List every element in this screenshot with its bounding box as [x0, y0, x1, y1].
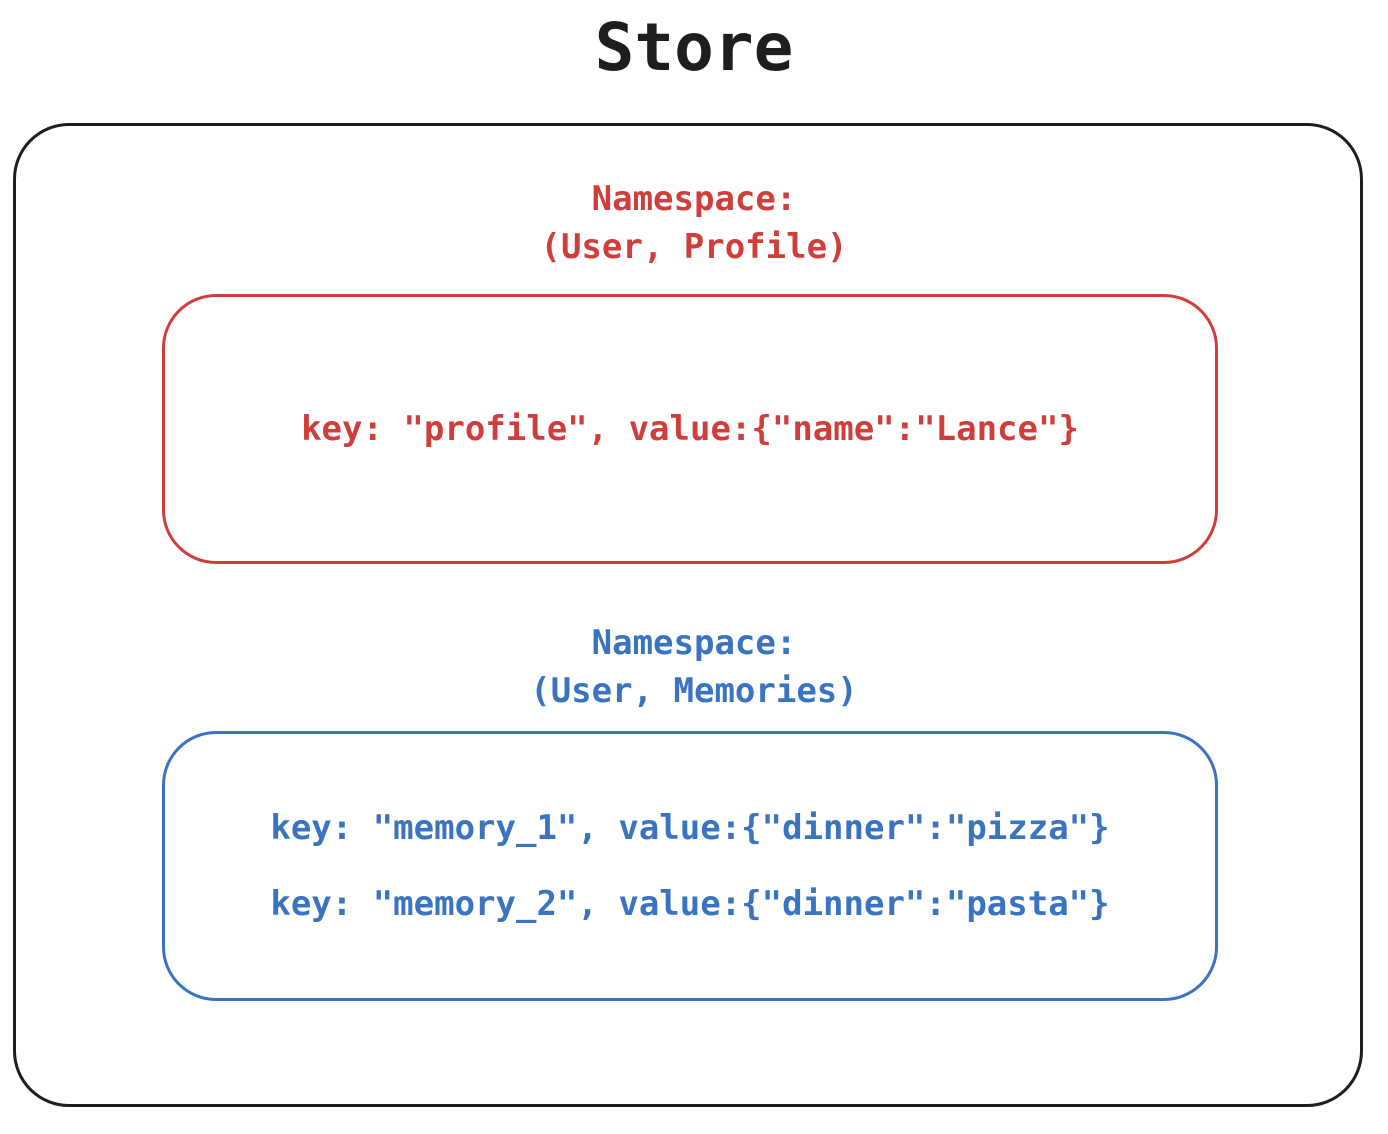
namespace-profile-label: Namespace: (User, Profile) [0, 175, 1388, 271]
namespace-profile-label-line1: Namespace: [591, 179, 797, 219]
namespace-profile-box: key: "profile", value:{"name":"Lance"} [162, 294, 1218, 564]
namespace-memories-label-line1: Namespace: [591, 623, 797, 663]
memory-entry-1: key: "memory_1", value:{"dinner":"pizza"… [270, 808, 1110, 848]
memory-entry-2: key: "memory_2", value:{"dinner":"pasta"… [270, 884, 1110, 924]
namespace-memories-label: Namespace: (User, Memories) [0, 619, 1388, 715]
store-title: Store [594, 9, 794, 86]
namespace-memories-label-line2: (User, Memories) [530, 671, 858, 711]
store-container [13, 123, 1363, 1107]
profile-entry: key: "profile", value:{"name":"Lance"} [301, 409, 1079, 449]
namespace-profile-label-line2: (User, Profile) [540, 227, 848, 267]
namespace-memories-box: key: "memory_1", value:{"dinner":"pizza"… [162, 731, 1218, 1001]
